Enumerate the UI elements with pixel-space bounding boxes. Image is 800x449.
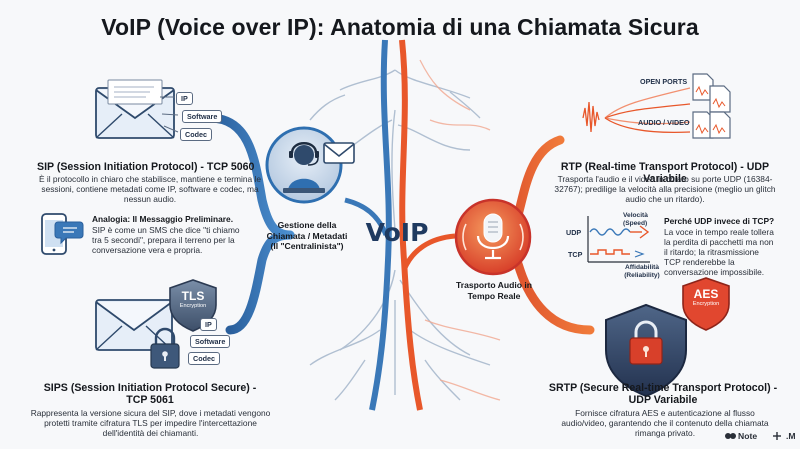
call-management-label: Gestione della Chiamata / Metadati (Il "… bbox=[266, 220, 348, 251]
sips-tag-software: Software bbox=[190, 335, 231, 348]
aes-badge-sublabel: Encryption bbox=[692, 301, 720, 307]
envelope-small-icon bbox=[323, 142, 355, 164]
open-ports-documents-icon bbox=[692, 73, 731, 139]
blue-pipe-bottom bbox=[225, 230, 295, 335]
udp-tcp-heading: Perché UDP invece di TCP? bbox=[664, 216, 775, 226]
blue-pipe-top bbox=[205, 113, 295, 240]
sip-envelope-icon bbox=[95, 79, 179, 139]
sips-description: Rappresenta la versione sicura del SIP, … bbox=[30, 408, 271, 438]
smartphone-chat-icon bbox=[41, 213, 84, 255]
sip-tag-codec: Codec bbox=[180, 128, 212, 141]
tree-branches-orange bbox=[419, 59, 501, 401]
blue-pipe-to-trunk bbox=[344, 197, 389, 236]
sips-tag-ip: IP bbox=[200, 318, 217, 331]
sips-tag-codec: Codec bbox=[188, 352, 220, 365]
analogy-description: SIP è come un SMS che dice "ti chiamo tr… bbox=[92, 225, 240, 255]
footer-plus-icon bbox=[773, 432, 781, 440]
tls-badge-label: TLS bbox=[181, 289, 205, 303]
aes-shield-icon bbox=[605, 303, 687, 398]
tcp-axis-label: TCP bbox=[568, 250, 583, 259]
udp-tcp-description: La voce in tempo reale tollera la perdit… bbox=[664, 227, 774, 277]
reliability-label: Affidabilità (Reliability) bbox=[624, 264, 660, 279]
headset-agent-icon bbox=[265, 126, 343, 204]
aes-badge-icon bbox=[682, 277, 730, 331]
analogy-heading: Analogia: Il Messaggio Preliminare. bbox=[92, 214, 234, 224]
microphone-icon bbox=[454, 198, 532, 276]
aes-badge-label: AES bbox=[693, 287, 719, 301]
orange-trunk bbox=[399, 39, 423, 411]
padlock-left-icon bbox=[150, 327, 180, 369]
srtp-heading: SRTP (Secure Real-time Transport Protoco… bbox=[548, 382, 778, 406]
sips-envelope-icon bbox=[95, 299, 173, 351]
footer-brand: Note bbox=[738, 431, 758, 441]
rtp-heading: RTP (Real-time Transport Protocol) - UDP… bbox=[560, 161, 770, 185]
tls-badge-sublabel: Encryption bbox=[179, 303, 207, 309]
sip-heading: SIP (Session Initiation Protocol) - TCP … bbox=[37, 161, 255, 173]
sip-tag-software: Software bbox=[182, 110, 223, 123]
sips-heading: SIPS (Session Initiation Protocol Secure… bbox=[43, 382, 257, 406]
open-ports-label: OPEN PORTS bbox=[640, 77, 688, 86]
orange-pipe-to-trunk bbox=[401, 233, 456, 272]
tree-branches bbox=[309, 69, 491, 401]
speed-label: Velocità (Speed) bbox=[623, 212, 648, 227]
blue-trunk bbox=[369, 39, 392, 411]
rtp-description: Trasporta l'audio e il video in chiaro s… bbox=[554, 174, 776, 204]
udp-tcp-comparison-chart bbox=[587, 216, 650, 263]
voip-center-label: VoIP bbox=[365, 218, 429, 247]
audio-video-label: AUDIO / VIDEO bbox=[638, 118, 690, 127]
page-title: VoIP (Voice over IP): Anatomia di una Ch… bbox=[101, 14, 699, 40]
audio-waveform-icon bbox=[582, 87, 691, 134]
srtp-description: Fornisce cifratura AES e autenticazione … bbox=[561, 408, 769, 438]
sip-description: È il protocollo in chiaro che stabilisce… bbox=[38, 174, 262, 204]
footer-logo-icon bbox=[725, 433, 736, 439]
udp-axis-label: UDP bbox=[566, 228, 582, 237]
sip-tag-ip: IP bbox=[176, 92, 193, 105]
footer-suffix: .M bbox=[786, 431, 796, 441]
audio-transport-label: Trasporto Audio in Tempo Reale bbox=[455, 280, 533, 301]
